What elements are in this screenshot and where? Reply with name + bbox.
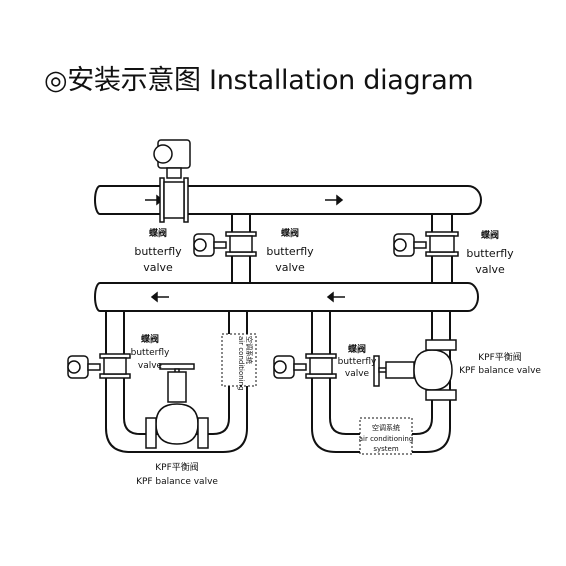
flow-arrows [145, 194, 345, 303]
ac-system-box-left [221, 333, 257, 387]
page-title: ◎安装示意图 Installation diagram [44, 65, 474, 96]
bv-top-center-cn: 蝶阀 [149, 227, 167, 239]
bv-right-en1: butterfly [338, 357, 377, 367]
bv-right-cn: 蝶阀 [348, 343, 366, 355]
butterfly-valve-right-loop [273, 353, 337, 379]
bv-left-cn: 蝶阀 [141, 333, 159, 345]
kpf-right-cn: KPF平衡阀 [478, 351, 522, 363]
supply-main-pipe [94, 185, 482, 215]
bv-top-right-cn: 蝶阀 [481, 229, 499, 241]
bv-left-en1: butterfly [131, 348, 170, 358]
kpf-right-en: KPF balance valve [459, 366, 541, 376]
ac-system-box-bottom [359, 417, 413, 455]
ac-left-en: air conditioning [237, 336, 245, 391]
bv-top-mid-en1: butterfly [266, 245, 314, 258]
butterfly-valve-riser-left [193, 231, 257, 257]
butterfly-valve-left-loop [67, 353, 131, 379]
ac-left-cn: 空调系统 [245, 336, 254, 364]
bv-top-center-en2: valve [143, 261, 173, 274]
kpf-balance-valve-right [373, 339, 457, 401]
bv-left-en2: valve [138, 361, 163, 371]
kpf-left-en: KPF balance valve [136, 477, 218, 487]
bv-top-mid-en2: valve [275, 261, 305, 274]
butterfly-valve-riser-right [393, 231, 459, 257]
bv-right-en2: valve [345, 369, 370, 379]
bv-top-center-en1: butterfly [134, 245, 182, 258]
valve-actuator-top [153, 139, 191, 223]
ac-bottom-en1: air conditioning [359, 435, 414, 443]
kpf-left-cn: KPF平衡阀 [155, 461, 199, 473]
ac-bottom-en2: system [373, 445, 398, 453]
bv-top-mid-cn: 蝶阀 [281, 227, 299, 239]
bv-top-right-en1: butterfly [466, 247, 514, 260]
ac-bottom-cn: 空调系统 [372, 423, 400, 432]
bv-top-right-en2: valve [475, 263, 505, 276]
return-main-pipe [94, 282, 479, 312]
left-loop-pipe [105, 311, 248, 453]
kpf-balance-valve-left [145, 363, 209, 449]
